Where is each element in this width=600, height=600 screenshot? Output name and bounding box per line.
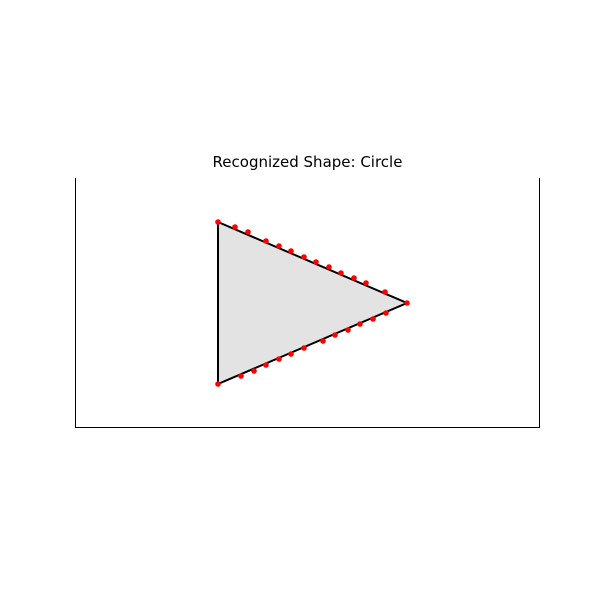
sample-point-11 (363, 280, 369, 286)
sample-point-21 (288, 351, 294, 357)
sample-point-15 (370, 316, 376, 322)
sample-point-9 (338, 270, 344, 276)
sample-point-6 (301, 254, 307, 260)
sample-point-18 (332, 332, 338, 338)
sample-point-7 (313, 259, 319, 265)
sample-point-8 (326, 264, 332, 270)
sample-point-14 (383, 310, 389, 316)
sample-point-23 (263, 362, 269, 368)
sample-point-10 (351, 275, 357, 281)
sample-point-12 (382, 289, 388, 295)
shape-layer (217, 220, 410, 386)
sample-point-22 (276, 356, 282, 362)
points-layer (215, 219, 410, 387)
sample-point-24 (251, 368, 257, 374)
sample-point-2 (245, 229, 251, 235)
sample-point-0 (215, 219, 221, 225)
sample-point-4 (276, 243, 282, 249)
sample-point-5 (288, 248, 294, 254)
sample-point-1 (232, 224, 238, 230)
sample-point-25 (238, 373, 244, 379)
recognized-shape-polygon (217, 220, 410, 386)
sample-point-3 (263, 238, 269, 244)
sample-point-20 (301, 345, 307, 351)
chart-title: Recognized Shape: Circle (212, 153, 403, 171)
sample-point-26 (215, 381, 221, 387)
sample-point-17 (345, 327, 351, 333)
sample-point-16 (357, 321, 363, 327)
sample-point-13 (404, 300, 410, 306)
sample-point-19 (320, 338, 326, 344)
